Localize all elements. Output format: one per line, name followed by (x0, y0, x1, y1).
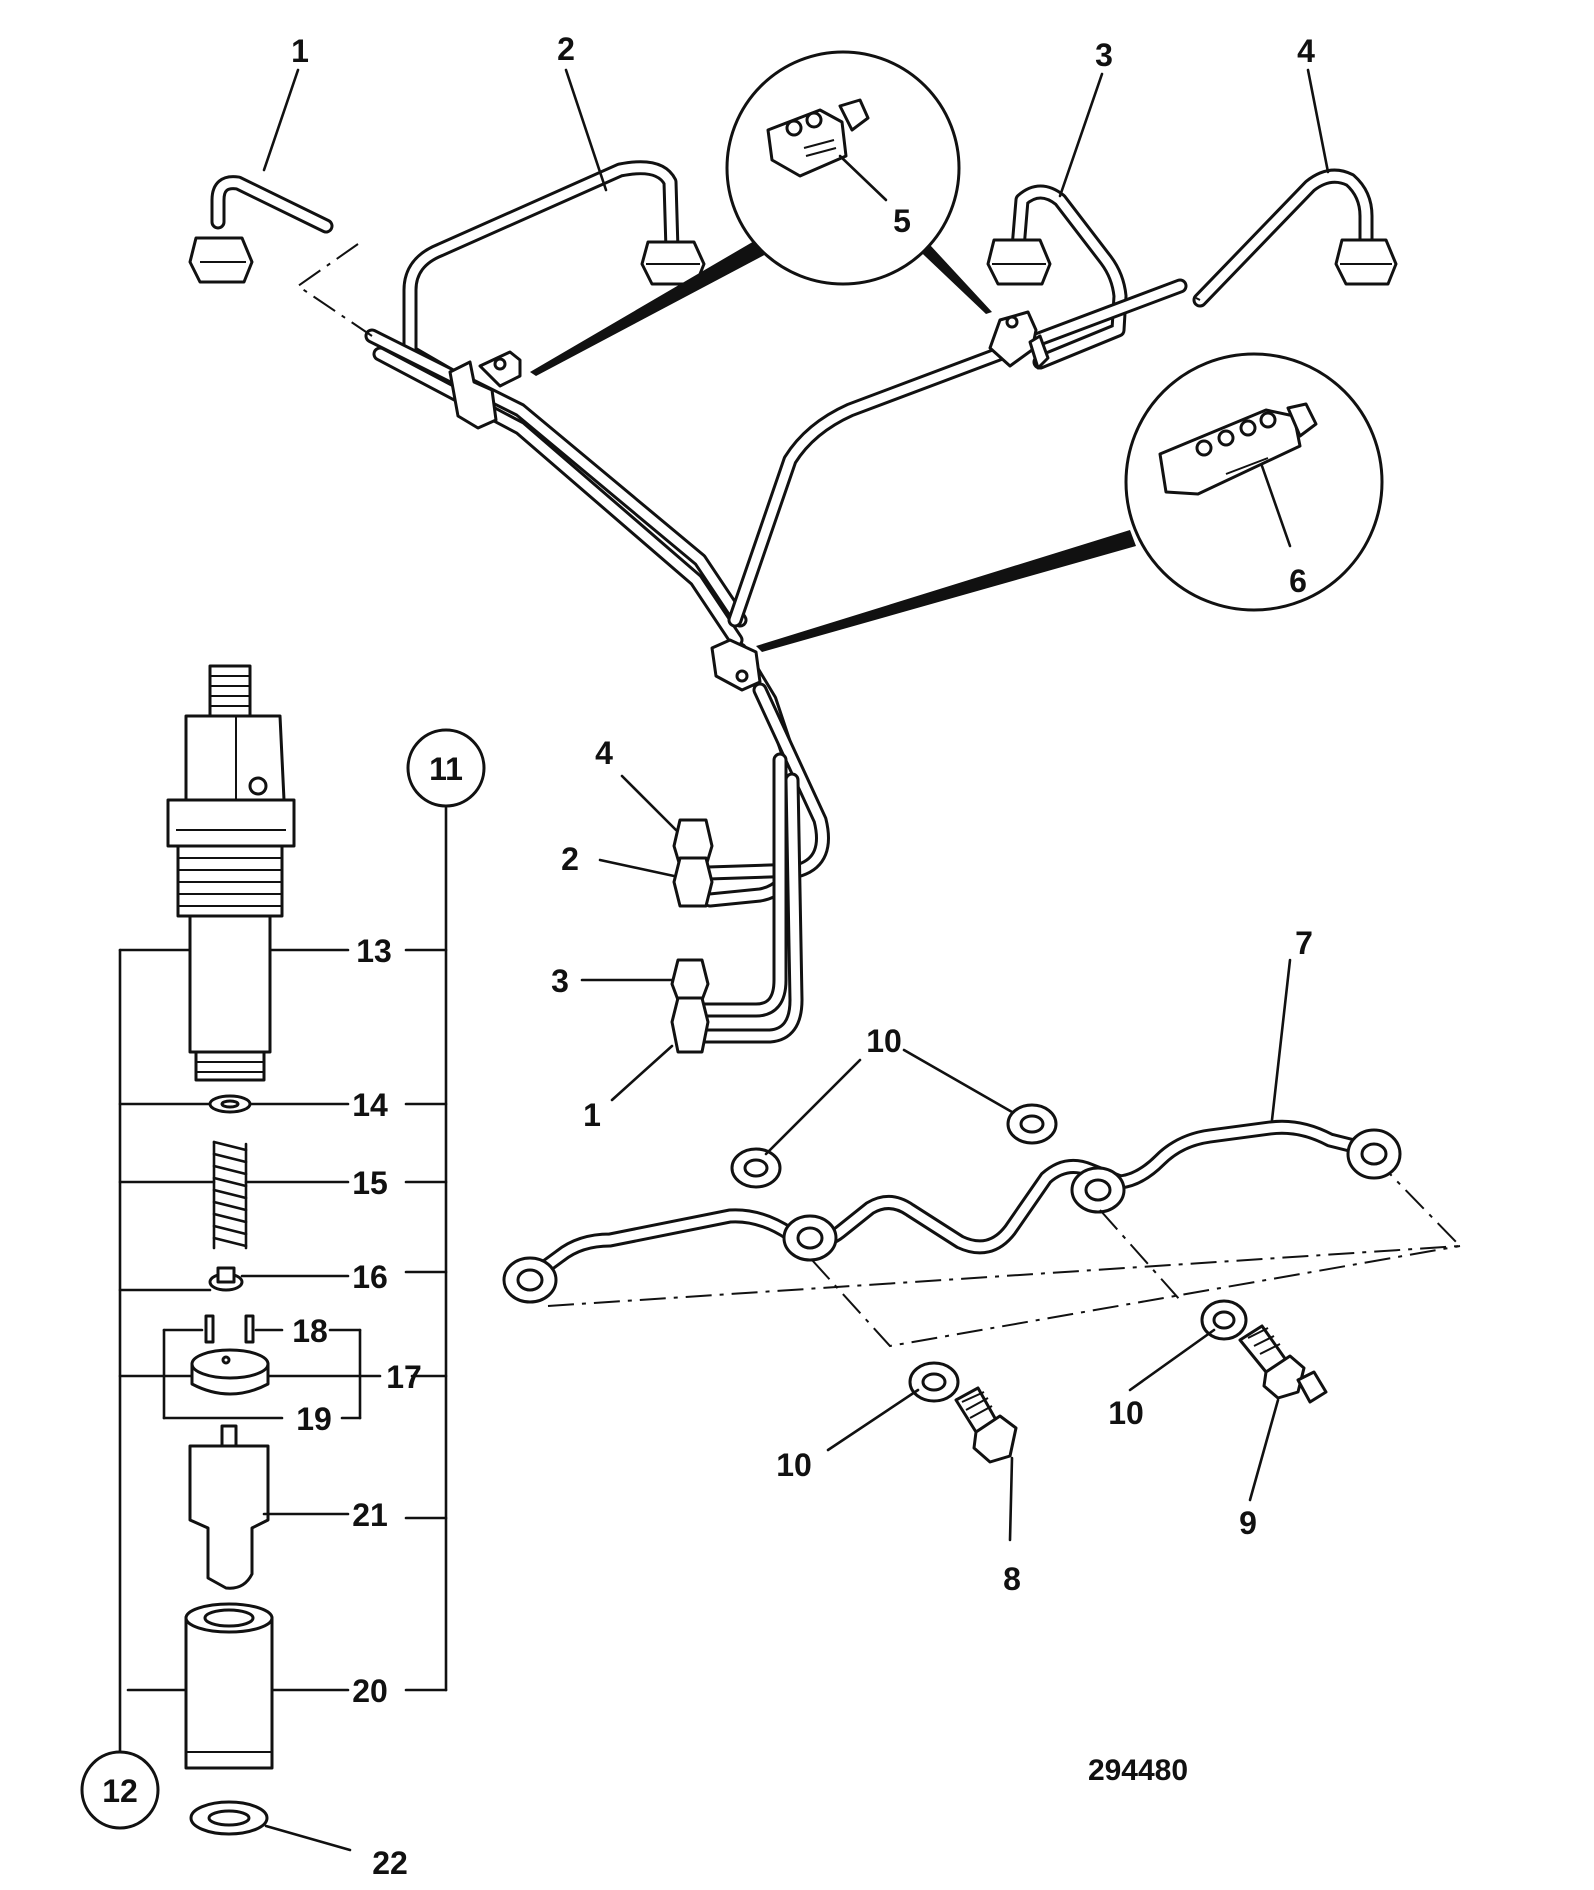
nozzle-21 (188, 1424, 270, 1590)
callout-4-bundle: 4 (595, 735, 613, 771)
washer-10-c (908, 1361, 960, 1403)
washer-22 (189, 1800, 269, 1836)
spring-15 (212, 1140, 248, 1250)
callout-18: 18 (292, 1313, 328, 1349)
detail-clip-5 (530, 50, 992, 376)
callout-12-circle: 12 (80, 1750, 160, 1830)
callout-11: 11 (429, 751, 463, 787)
fuel-pipe-harness (188, 160, 1398, 1054)
callout-11-circle: 11 (406, 728, 486, 808)
callout-3-top: 3 (1095, 37, 1113, 73)
plate-19 (190, 1348, 270, 1396)
drawing-number: 294480 (1088, 1754, 1188, 1787)
callout-12: 12 (102, 1773, 138, 1809)
callout-6: 6 (1289, 563, 1307, 599)
callout-10-b: 10 (1108, 1395, 1144, 1431)
pins-18 (204, 1314, 255, 1344)
callout-7: 7 (1295, 925, 1313, 961)
bundle-nut-2 (672, 856, 714, 908)
callout-15: 15 (352, 1165, 388, 1201)
callout-leaders (262, 68, 1330, 1542)
callout-16: 16 (352, 1259, 388, 1295)
callout-10-c: 10 (776, 1447, 812, 1483)
pipe-nut-4 (1334, 238, 1398, 286)
callout-14: 14 (352, 1087, 388, 1123)
pipe-clip-right (988, 310, 1050, 370)
shim-14 (208, 1094, 252, 1114)
callout-21: 21 (352, 1497, 388, 1533)
pipe-nut-1 (188, 236, 254, 284)
callout-22: 22 (372, 1845, 408, 1881)
callout-5: 5 (893, 203, 911, 239)
callout-9: 9 (1239, 1505, 1257, 1541)
callout-1-bundle: 1 (583, 1097, 601, 1133)
callout-labels: 1 2 3 4 5 6 7 8 9 10 10 10 4 2 3 1 13 14… (291, 31, 1315, 1881)
callout-2-top: 2 (557, 31, 575, 67)
spindle-16 (208, 1266, 244, 1292)
bolt-9 (1238, 1324, 1328, 1404)
bundle-nut-3 (670, 958, 710, 1002)
injector-assembly (166, 664, 296, 1082)
callout-10-a: 10 (866, 1023, 902, 1059)
detail-clip-6 (756, 352, 1384, 652)
callout-2-bundle: 2 (561, 841, 579, 877)
callout-20: 20 (352, 1673, 388, 1709)
callout-17: 17 (386, 1359, 422, 1395)
callout-3-bundle: 3 (551, 963, 569, 999)
injector-brackets (118, 806, 448, 1852)
pipe-clip-junction (710, 638, 762, 692)
callout-4-top: 4 (1297, 33, 1315, 69)
leak-off-pipe (502, 1119, 1463, 1348)
callout-19: 19 (296, 1401, 332, 1437)
pipe-clip-left (448, 350, 522, 430)
pipe-nut-3 (986, 238, 1052, 286)
washer-10-b (1006, 1103, 1058, 1145)
callout-1-top: 1 (291, 33, 309, 69)
washer-10-a (730, 1147, 782, 1189)
callout-13: 13 (356, 933, 392, 969)
cap-nut-20 (184, 1602, 274, 1770)
bundle-nut-1 (670, 996, 710, 1054)
banjo-bolt-8 (954, 1386, 1018, 1464)
callout-8: 8 (1003, 1561, 1021, 1597)
